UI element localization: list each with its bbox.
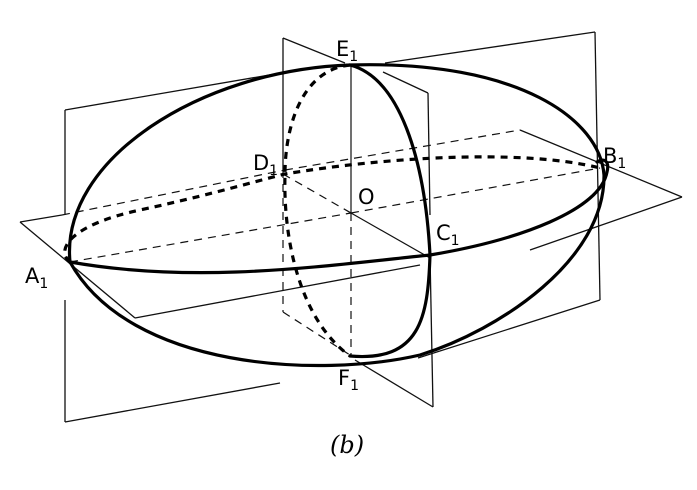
horizontal-plane [19, 129, 683, 319]
vertical-plane-ab [64, 31, 601, 423]
ellipse-horizontal-back [63, 155, 601, 264]
label-d1: D1 [253, 151, 278, 179]
label-e1: E1 [336, 37, 358, 65]
label-f1: F1 [338, 366, 359, 394]
label-b1: B1 [603, 144, 626, 172]
ellipse-cdef-back [283, 63, 351, 358]
axes [69, 65, 601, 355]
ellipse-cdef-front [348, 63, 432, 359]
label-a1: A1 [25, 264, 48, 292]
ellipse-vertical-front [67, 63, 606, 368]
label-c1: C1 [436, 221, 460, 249]
label-o: O [358, 185, 375, 209]
vertical-plane-cd [282, 37, 434, 408]
ellipse-horizontal-front [68, 158, 610, 275]
figure-caption: (b) [330, 431, 364, 459]
